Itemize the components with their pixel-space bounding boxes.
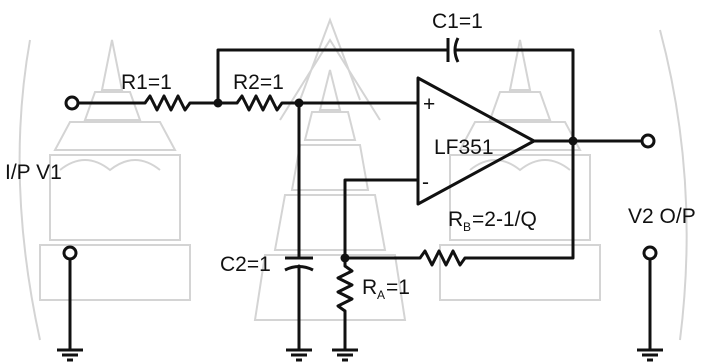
label-ra-value: =1 <box>386 276 410 299</box>
ground-c2-icon <box>286 348 312 362</box>
seal-rim-right-icon <box>659 29 688 341</box>
label-plus: + <box>423 93 435 116</box>
opamp-body <box>416 76 536 206</box>
wire-minus-input <box>343 178 420 260</box>
label-ra-sub: A <box>377 288 385 302</box>
label-c2: C2=1 <box>220 253 271 276</box>
label-output-port: V2 O/P <box>628 205 696 228</box>
output-return-terminal <box>642 245 658 261</box>
center-spire-icon <box>253 17 407 321</box>
label-r2: R2=1 <box>233 71 284 94</box>
label-ra-main: R <box>362 276 377 299</box>
label-opamp: LF351 <box>434 136 494 159</box>
wire-c1-right <box>454 48 575 144</box>
label-rb: R B =2-1/Q <box>448 208 537 234</box>
right-pavilion-icon <box>439 39 601 301</box>
left-pavilion-icon <box>39 39 191 301</box>
label-ra: R A =1 <box>362 276 410 302</box>
label-input-port: I/P V1 <box>5 161 62 184</box>
ground-output-icon <box>637 348 663 362</box>
label-rb-value: =2-1/Q <box>472 208 537 231</box>
label-r1: R1=1 <box>121 71 172 94</box>
output-terminal <box>640 133 656 149</box>
resistor-r1 <box>143 94 192 112</box>
input-return-terminal <box>62 245 78 261</box>
input-terminal <box>64 95 80 111</box>
label-rb-main: R <box>448 208 463 231</box>
watermark-seal <box>18 17 688 341</box>
label-c1: C1=1 <box>432 10 483 33</box>
label-rb-sub: B <box>463 220 471 234</box>
wire-rb-right <box>463 139 575 260</box>
label-minus: - <box>422 171 429 194</box>
wire-c1-left <box>216 48 450 105</box>
resistor-r2 <box>235 94 284 112</box>
resistor-rb <box>418 249 467 267</box>
resistor-ra <box>336 264 354 313</box>
seal-rim-left-icon <box>18 39 41 341</box>
ground-ra-icon <box>332 348 358 362</box>
ground-input-icon <box>57 348 83 362</box>
